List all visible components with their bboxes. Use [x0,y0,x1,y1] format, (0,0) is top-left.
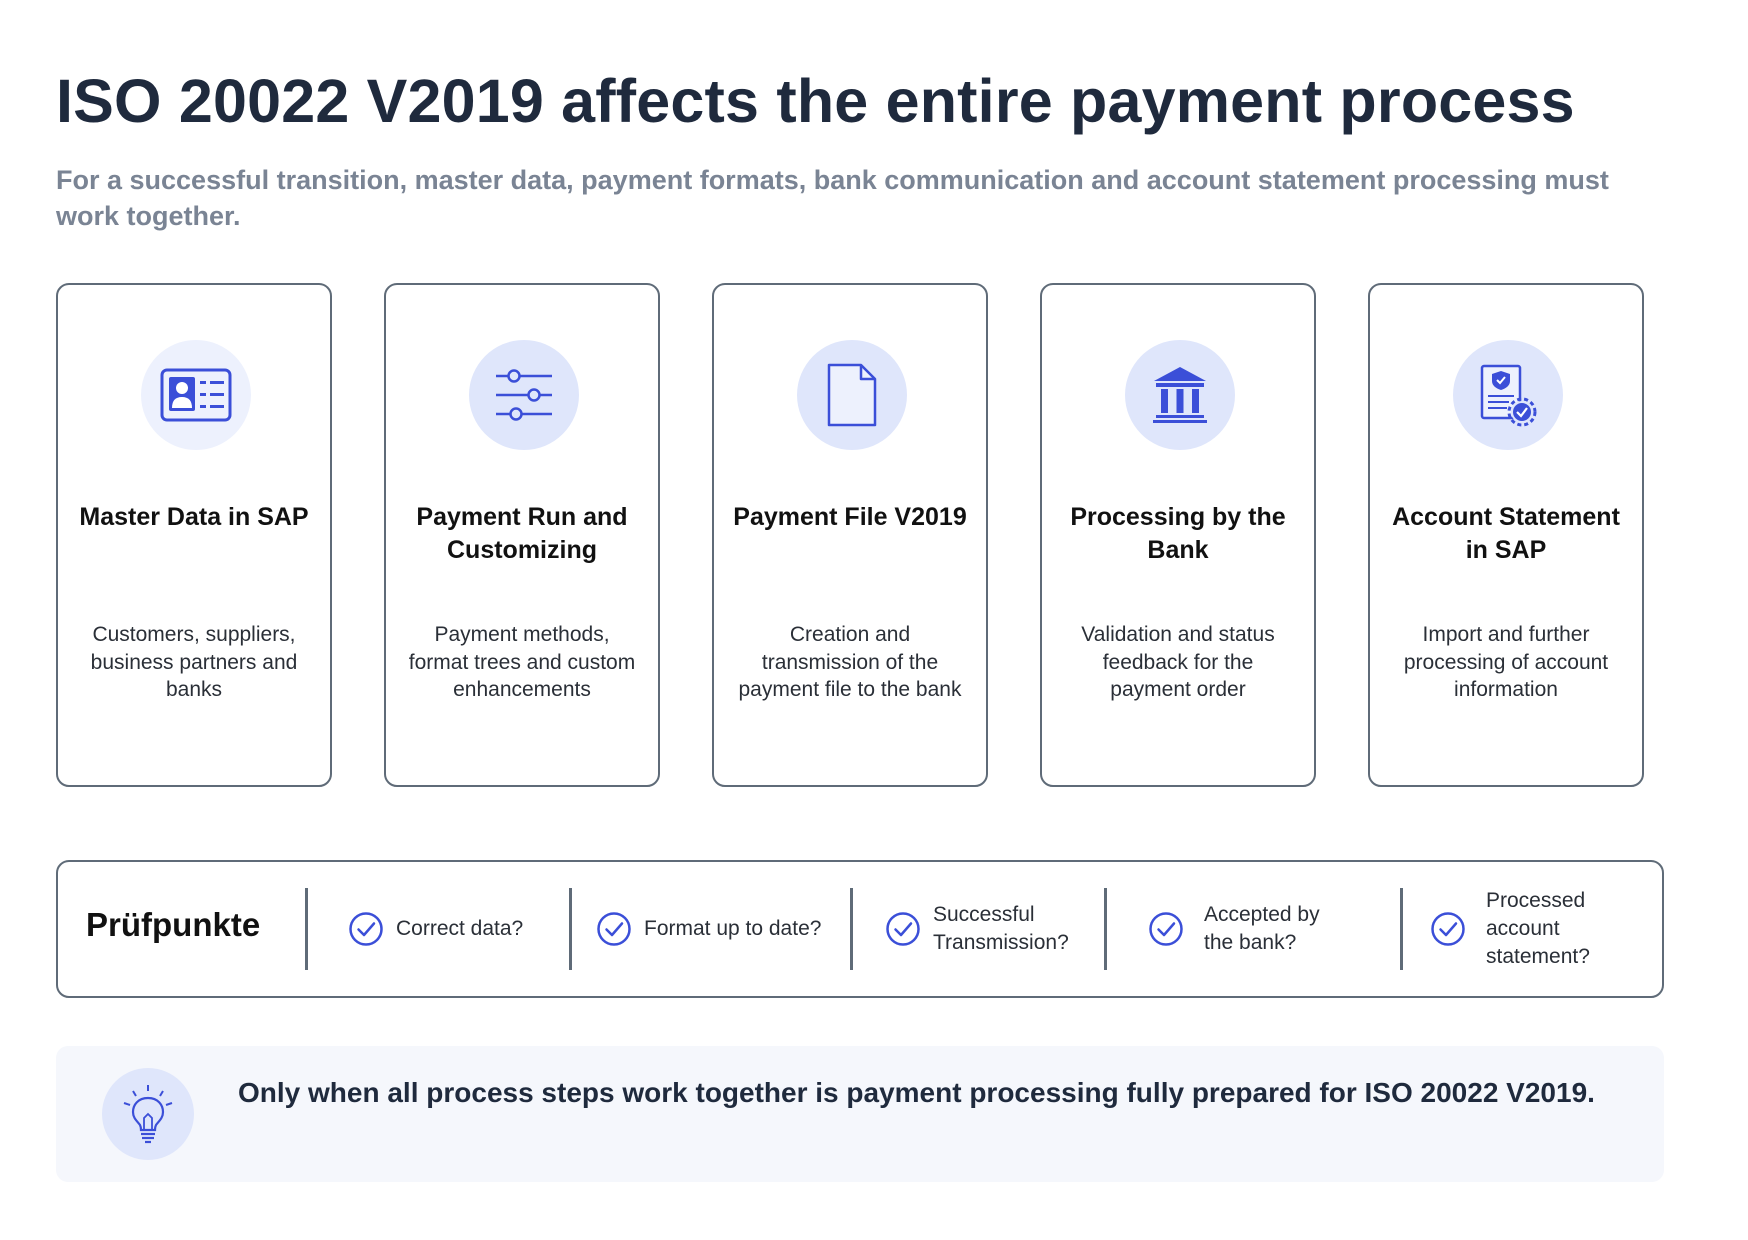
checkpoint-format: Format up to date? [596,862,864,995]
step-title: Payment Run and Customizing [416,503,628,564]
step-title: Payment File V2019 [733,503,967,531]
checkpoints-panel: Prüfpunkte Correct data? Format up to da… [56,860,1664,998]
statement-check-icon [1453,340,1563,450]
divider [569,888,572,970]
step-title: Processing by the Bank [1070,503,1286,564]
document-icon [797,340,907,450]
step-description: Customers, suppliers, business partners … [90,623,298,701]
checkpoint-bank-accepted: Accepted by the bank? [1148,862,1344,995]
divider [305,888,308,970]
divider [1400,888,1403,970]
checkpoint-transmission: Successful Transmission? [885,862,1083,995]
page-title: ISO 20022 V2019 affects the entire payme… [56,67,1575,135]
check-circle-icon [349,911,383,946]
checkpoint-correct-data: Correct data? [348,862,556,995]
id-card-icon [141,340,251,450]
step-title: Master Data in SAP [79,503,309,531]
note-text: Only when all process steps work togethe… [238,1077,1595,1108]
step-description: Payment methods, format trees and custom… [408,623,636,701]
info-note: Only when all process steps work togethe… [56,1046,1664,1182]
check-circle-icon [1149,911,1183,946]
step-card-payment-file: Payment File V2019 Creation and transmis… [712,283,988,787]
step-description: Import and further processing of account… [1403,623,1609,701]
checkpoint-statement: Processed account statement? [1430,862,1606,995]
check-circle-icon [597,911,631,946]
lightbulb-icon [102,1068,194,1160]
page-subtitle: For a successful transition, master data… [56,165,1609,231]
checkpoint-label: Processed account statement? [1486,888,1590,968]
checkpoint-label: Correct data? [396,916,524,940]
check-circle-icon [886,911,920,946]
checkpoints-title: Prüfpunkte [86,906,261,943]
step-description: Validation and status feedback for the p… [1081,623,1275,701]
divider [1104,888,1107,970]
step-card-master-data: Master Data in SAP Customers, suppliers,… [56,283,332,787]
checkpoint-label: Successful Transmission? [933,902,1069,954]
checkpoint-label: Format up to date? [644,916,822,940]
step-description: Creation and transmission of the payment… [738,623,962,701]
checkpoint-label: Accepted by the bank? [1204,902,1320,954]
check-circle-icon [1431,911,1465,946]
step-card-account-statement: Account Statement in SAP Import and furt… [1368,283,1644,787]
step-card-payment-run: Payment Run and Customizing Payment meth… [384,283,660,787]
sliders-icon [469,340,579,450]
step-title: Account Statement in SAP [1392,503,1620,564]
divider [850,888,853,970]
bank-icon [1125,340,1235,450]
step-card-bank-processing: Processing by the Bank Validation and st… [1040,283,1316,787]
